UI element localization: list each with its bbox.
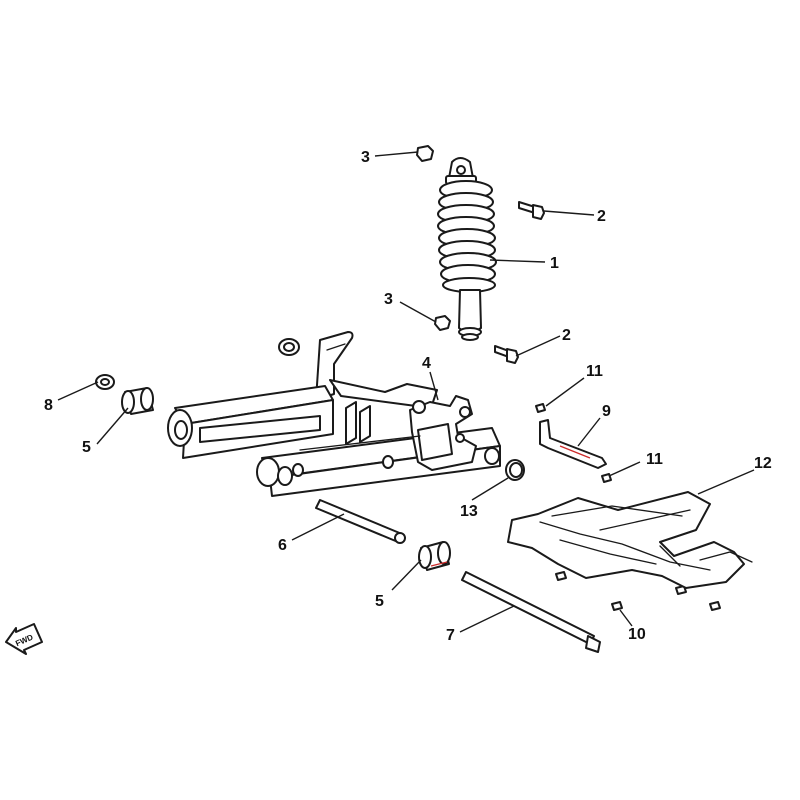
leader-lines [57, 151, 755, 633]
callout-1: 1 [550, 255, 559, 272]
swing-arm [167, 331, 501, 497]
callout-4: 4 [422, 355, 431, 372]
callout-7: 7 [446, 627, 455, 644]
shock-absorber [437, 157, 497, 341]
axle-shaft-long [461, 571, 601, 653]
guard-bracket [539, 419, 607, 469]
shock-bolt-upper [518, 201, 545, 220]
callout-9: 9 [602, 403, 611, 420]
callout-labels: 1 2 2 3 3 4 5 5 6 7 8 9 10 11 11 12 13 [44, 149, 772, 644]
mounting-screws [555, 571, 721, 611]
end-cap [505, 459, 525, 481]
bracket-screw-lower [601, 473, 612, 483]
shock-nut-upper [416, 145, 434, 162]
fwd-direction-arrow: FWD [5, 623, 43, 655]
callout-10: 10 [628, 626, 646, 643]
callout-12: 12 [754, 455, 772, 472]
callout-11-upper: 11 [586, 363, 603, 380]
shock-bolt-lower [494, 345, 519, 364]
axle-shaft-short [315, 499, 406, 544]
shock-nut-lower [434, 315, 451, 331]
callout-8: 8 [44, 397, 53, 414]
bracket-screw-upper [535, 403, 546, 413]
shock-spring [437, 180, 497, 284]
callout-3-upper: 3 [361, 149, 370, 166]
callout-5-lower: 5 [375, 593, 384, 610]
skid-plate-guard [507, 491, 753, 589]
callout-5-upper: 5 [82, 439, 91, 456]
callout-2-lower: 2 [562, 327, 571, 344]
thrust-washer [95, 374, 115, 390]
callout-11-lower: 11 [646, 451, 663, 468]
bushing-lower [418, 541, 451, 571]
callout-2-upper: 2 [597, 208, 606, 225]
callout-3-lower: 3 [384, 291, 393, 308]
callout-6: 6 [278, 537, 287, 554]
callout-13: 13 [460, 503, 478, 520]
swing-arm-washer [278, 338, 300, 356]
bushing-upper [121, 387, 154, 415]
